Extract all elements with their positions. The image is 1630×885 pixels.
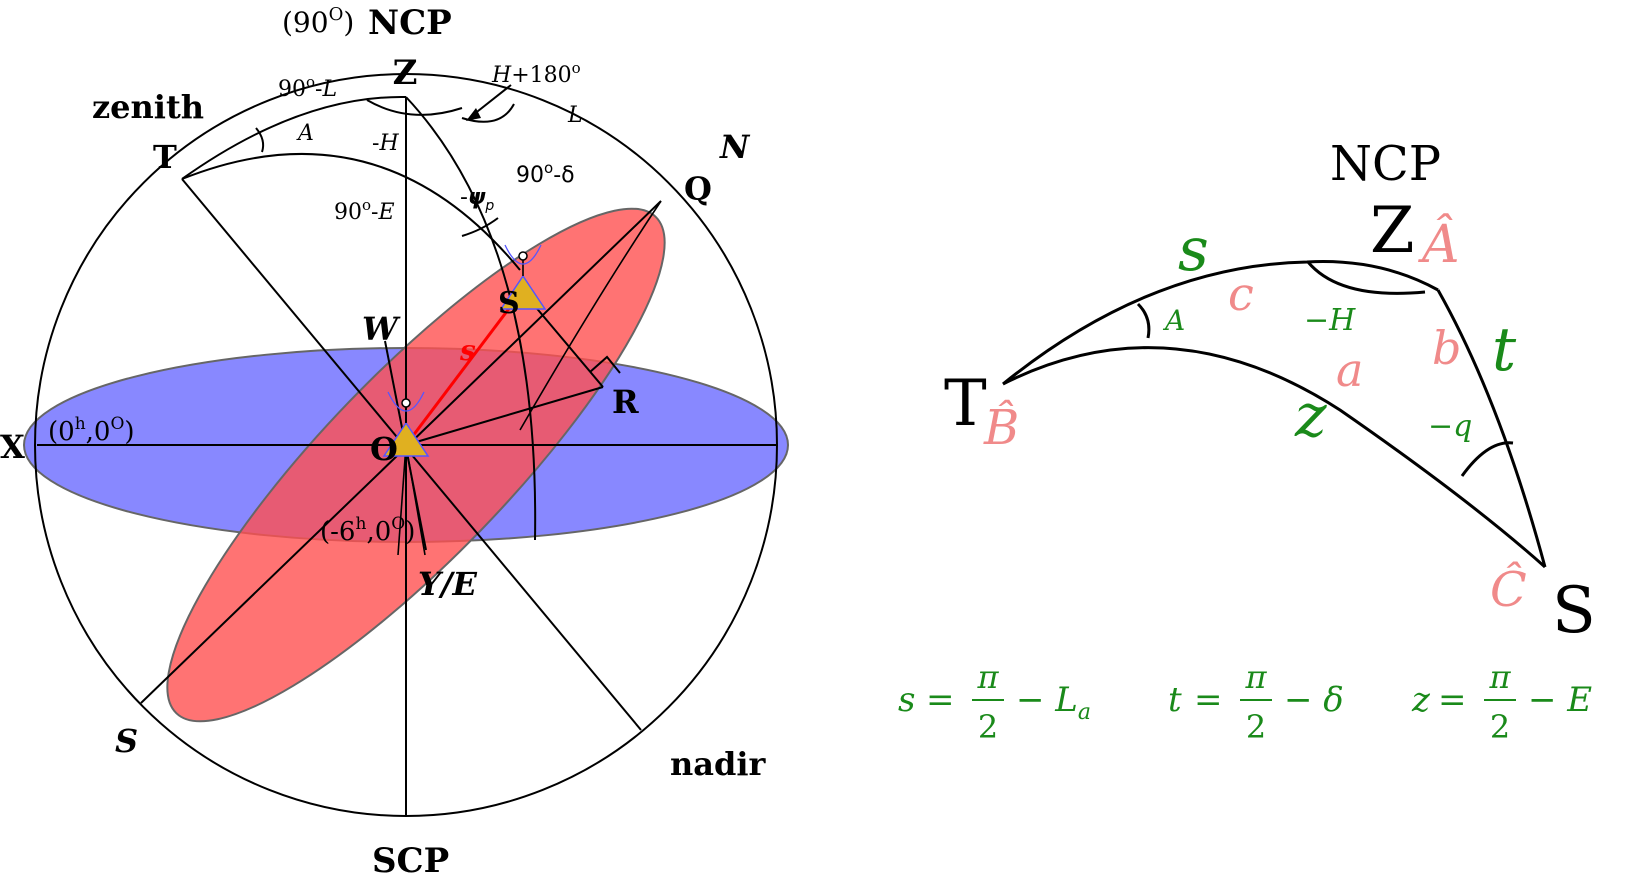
- formula-z-lhs: z: [1411, 680, 1431, 720]
- formula-s-equals: =: [926, 680, 955, 720]
- formula-t: t = π 2 − δ: [1168, 658, 1344, 746]
- observer-triangle-o: [382, 421, 430, 457]
- formula-s-rhs: − La: [1016, 680, 1091, 725]
- s-ecliptic-label: S: [115, 722, 138, 760]
- ncp-prefix: (90O): [282, 4, 354, 39]
- triangle-z-label: Z: [1370, 194, 1414, 268]
- satellite-triangle-s: [499, 274, 547, 310]
- arc-hour-circle: [405, 96, 537, 541]
- side-t-label: t: [1492, 315, 1517, 385]
- angle-a-label: A: [296, 121, 314, 146]
- angle-minus-psi: -ψp: [460, 185, 494, 214]
- o-fan-line-1: [405, 444, 426, 556]
- formula-row: s = π 2 − La t = π 2 − δ z = π 2 − E: [898, 658, 1592, 746]
- h180-pointer: [472, 84, 512, 116]
- triangle-t-label: T: [944, 367, 987, 441]
- celestial-sphere: (90O) NCP Z zenith T Q N X O R W S S Y/E…: [0, 3, 789, 881]
- triangle-b-hat: B̂: [983, 398, 1019, 456]
- triangle-angle-a: A: [1162, 304, 1185, 337]
- side-s-label: s: [1178, 215, 1209, 285]
- angle-90-minus-l: 90o-L: [278, 73, 337, 102]
- side-c-label: c: [1228, 267, 1254, 321]
- formula-t-den: 2: [1246, 708, 1266, 746]
- triangle-angle-minus-h: −H: [1304, 303, 1356, 338]
- observer-antenna-o: [382, 391, 430, 457]
- angle-arc-h: [1306, 261, 1426, 295]
- coord-minus6h-0o: (-6h,0O): [320, 514, 415, 547]
- angle-minus-h: -H: [372, 131, 399, 156]
- z-label: Z: [393, 53, 418, 93]
- arc-ecliptic-meridian: [519, 200, 662, 431]
- r-axis-line: [405, 386, 604, 446]
- formula-t-num: π: [1244, 658, 1267, 696]
- formula-s: s = π 2 − La: [898, 658, 1091, 746]
- y-e-label: Y/E: [418, 565, 478, 603]
- w-label: W: [362, 310, 401, 348]
- n-label: N: [719, 128, 751, 166]
- triangle-a-hat: Â: [1418, 213, 1460, 275]
- formula-s-den: 2: [978, 708, 998, 746]
- angle-arc-q: [1460, 441, 1514, 477]
- triangle-angle-minus-q: −q: [1428, 409, 1472, 444]
- arc-zenith-to-ncp: [181, 95, 407, 180]
- q-label: Q: [684, 170, 712, 208]
- formula-t-rhs: − δ: [1284, 680, 1344, 720]
- formula-z-equals: =: [1438, 680, 1467, 720]
- r-label: R: [612, 383, 639, 421]
- angle-90-minus-e: 90o-E: [334, 196, 395, 225]
- o-label: O: [370, 430, 398, 468]
- right-angle-mark: [589, 355, 621, 374]
- side-b-label: b: [1432, 321, 1461, 375]
- formula-z-num: π: [1488, 658, 1511, 696]
- arc-angle-psi: [461, 217, 499, 237]
- arc-angle-H: [366, 99, 463, 116]
- nadir-label: nadir: [670, 745, 767, 783]
- satellite-antenna-s: [499, 244, 547, 310]
- ncp-label: NCP: [368, 3, 452, 43]
- formula-z-den: 2: [1490, 708, 1510, 746]
- o-fan-line-2: [397, 444, 407, 556]
- coord-0h-0o: (0h,0O): [48, 414, 135, 447]
- spherical-triangle: NCP Z T S Â B̂ Ĉ s t z c a b A −H −q: [944, 136, 1596, 648]
- side-z-label: z: [1294, 381, 1327, 451]
- side-t-to-s: [1002, 346, 1546, 569]
- x-label: X: [0, 428, 25, 466]
- t-label: T: [153, 138, 177, 176]
- side-z-to-s: [1436, 289, 1547, 568]
- formula-z: z = π 2 − E: [1411, 658, 1592, 746]
- side-a-label: a: [1336, 343, 1363, 397]
- s-satellite-label: S: [498, 286, 520, 321]
- formula-t-equals: =: [1194, 680, 1223, 720]
- angle-90-minus-delta: 90o-δ: [516, 159, 575, 188]
- side-t-to-z: [1002, 260, 1439, 386]
- scp-label: SCP: [372, 841, 449, 881]
- angle-arc-a: [1136, 302, 1151, 339]
- angle-l-label: L: [567, 103, 583, 128]
- angle-h-plus-180: H+180o: [491, 59, 581, 88]
- ecliptic-disc: [166, 207, 666, 723]
- formula-s-lhs: s: [898, 680, 915, 720]
- h180-arrowhead: [466, 108, 481, 121]
- triangle-s-label: S: [1552, 574, 1596, 648]
- s-radius-label: s: [459, 334, 476, 367]
- triangle-c-hat: Ĉ: [1490, 560, 1527, 618]
- formula-s-num: π: [976, 658, 999, 696]
- radius-s-line: [404, 289, 525, 446]
- triangle-ncp-label: NCP: [1330, 136, 1441, 192]
- formula-z-rhs: − E: [1528, 680, 1592, 720]
- formula-t-lhs: t: [1168, 680, 1182, 720]
- zenith-label: zenith: [92, 88, 204, 126]
- arc-angle-A: [255, 127, 265, 153]
